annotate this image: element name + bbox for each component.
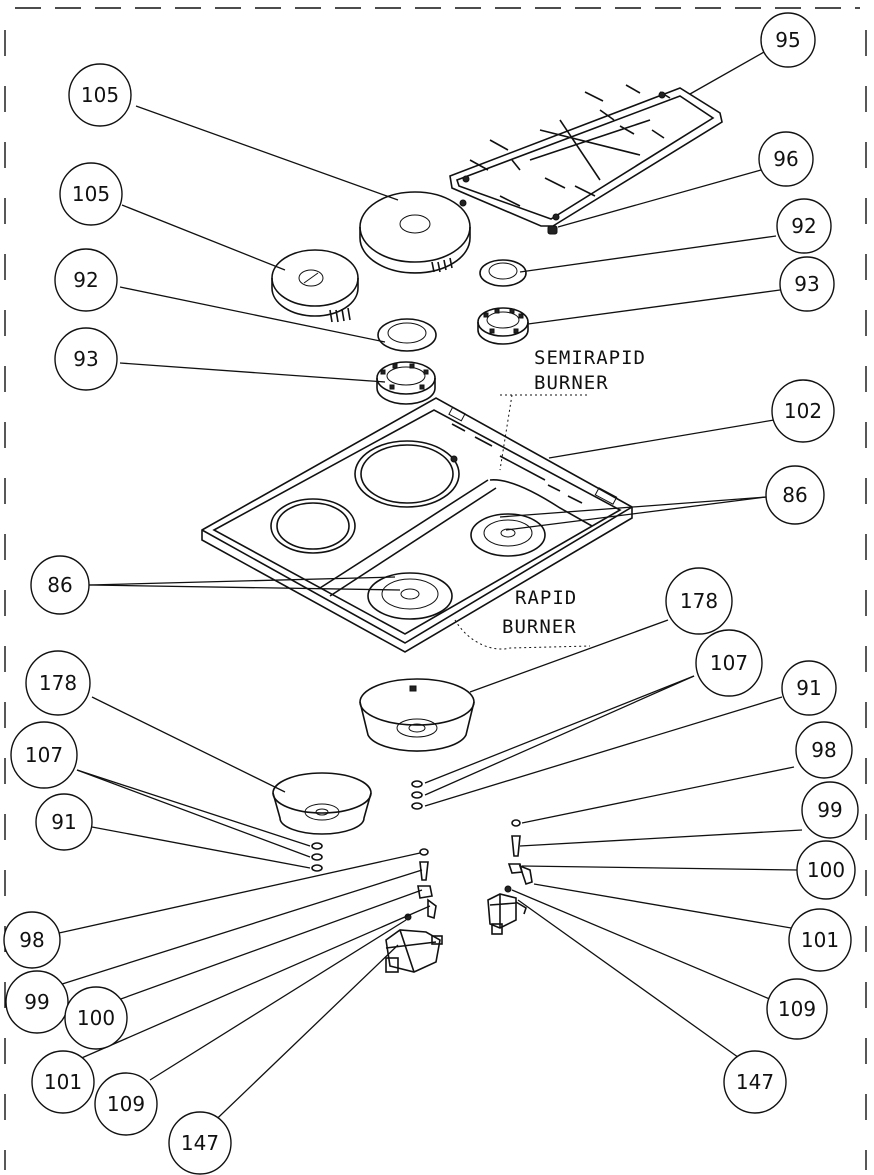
callout-101-left: 101 xyxy=(31,1050,95,1114)
svg-text:178: 178 xyxy=(39,671,77,695)
washers-left xyxy=(311,842,323,872)
svg-text:109: 109 xyxy=(107,1092,145,1116)
page-border xyxy=(4,7,867,1170)
svg-text:98: 98 xyxy=(19,928,44,952)
rapid-label-line2: BURNER xyxy=(502,616,577,638)
callout-99-right: 99 xyxy=(801,781,859,839)
callout-107-right: 107 xyxy=(695,629,763,697)
callout-100-right: 100 xyxy=(796,840,856,900)
svg-text:92: 92 xyxy=(791,214,816,238)
callout-105-large: 105 xyxy=(68,63,132,127)
hidden-lines xyxy=(454,394,591,650)
svg-text:105: 105 xyxy=(81,83,119,107)
burner-cap-rapid xyxy=(377,318,437,352)
semirapid-label-line1: SEMIRAPID xyxy=(534,347,646,369)
callout-92-left: 92 xyxy=(54,248,118,312)
gas-valve-assembly-right xyxy=(487,819,533,935)
hot-plate-small xyxy=(271,249,359,323)
svg-text:96: 96 xyxy=(773,147,798,171)
svg-text:93: 93 xyxy=(794,272,819,296)
svg-text:91: 91 xyxy=(51,810,76,834)
semirapid-label-line2: BURNER xyxy=(534,372,609,394)
callout-95: 95 xyxy=(760,12,816,68)
pan-support-grate xyxy=(449,84,723,227)
svg-text:147: 147 xyxy=(736,1070,774,1094)
svg-text:105: 105 xyxy=(72,182,110,206)
rapid-label-line1: RAPID xyxy=(515,587,577,609)
svg-text:107: 107 xyxy=(25,743,63,767)
svg-text:101: 101 xyxy=(44,1070,82,1094)
washers-right xyxy=(411,780,423,810)
burner-labels: SEMIRAPID BURNER RAPID BURNER xyxy=(502,347,646,638)
hob-top-plate xyxy=(201,397,633,653)
callout-102: 102 xyxy=(771,379,835,443)
callout-93-right: 93 xyxy=(779,256,835,312)
callout-86-left: 86 xyxy=(30,555,90,615)
svg-text:86: 86 xyxy=(47,573,72,597)
callout-91-left: 91 xyxy=(35,793,93,851)
leader-lines xyxy=(58,51,803,1136)
callout-109-left: 109 xyxy=(94,1072,158,1136)
callout-98-left: 98 xyxy=(3,911,61,969)
callout-92-right: 92 xyxy=(776,198,832,254)
svg-text:99: 99 xyxy=(817,798,842,822)
svg-text:178: 178 xyxy=(680,589,718,613)
callout-99-left: 99 xyxy=(5,970,69,1034)
callout-bubbles: 95 105 105 96 92 92 93 93 102 86 86 178 … xyxy=(3,12,859,1175)
svg-text:91: 91 xyxy=(796,676,821,700)
callout-91-right: 91 xyxy=(781,660,837,716)
flame-spreader-rapid xyxy=(376,361,436,405)
callout-147-right: 147 xyxy=(723,1050,787,1114)
hot-plate-large xyxy=(359,191,471,274)
callout-178-right: 178 xyxy=(665,567,733,635)
callout-105-small: 105 xyxy=(59,162,123,226)
callout-96: 96 xyxy=(758,131,814,187)
gas-valve-assembly-left xyxy=(385,848,443,973)
callout-101-right: 101 xyxy=(788,908,852,972)
svg-text:100: 100 xyxy=(77,1006,115,1030)
callout-93-left: 93 xyxy=(54,327,118,391)
svg-text:109: 109 xyxy=(778,997,816,1021)
callout-109-right: 109 xyxy=(766,978,828,1040)
svg-text:93: 93 xyxy=(73,347,98,371)
svg-text:99: 99 xyxy=(24,990,49,1014)
svg-text:101: 101 xyxy=(801,928,839,952)
callout-86-right: 86 xyxy=(765,465,825,525)
burner-cap-semirapid xyxy=(479,259,527,287)
svg-text:98: 98 xyxy=(811,738,836,762)
callout-100-left: 100 xyxy=(64,986,128,1050)
svg-text:102: 102 xyxy=(784,399,822,423)
burner-cup-left xyxy=(272,772,372,835)
callout-98-right: 98 xyxy=(795,721,853,779)
flame-spreader-semirapid xyxy=(477,307,529,345)
svg-text:107: 107 xyxy=(710,651,748,675)
svg-text:95: 95 xyxy=(775,28,800,52)
callout-147-left: 147 xyxy=(168,1111,232,1175)
burner-cup-right xyxy=(359,678,475,752)
svg-text:100: 100 xyxy=(807,858,845,882)
callout-178-left: 178 xyxy=(25,650,91,716)
svg-text:147: 147 xyxy=(181,1131,219,1155)
rubber-foot xyxy=(547,225,558,235)
svg-text:86: 86 xyxy=(782,483,807,507)
callout-107-left: 107 xyxy=(10,721,78,789)
svg-text:92: 92 xyxy=(73,268,98,292)
